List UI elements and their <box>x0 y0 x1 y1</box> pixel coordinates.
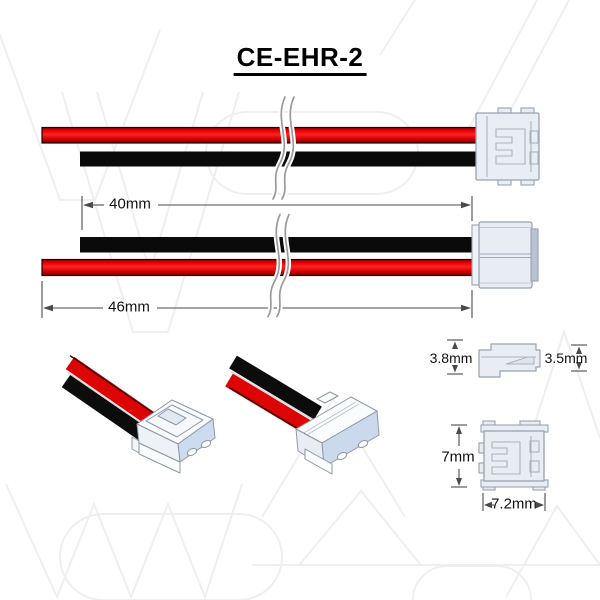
red-wire <box>41 126 480 144</box>
dimension-label-7mm: 7mm <box>441 448 475 466</box>
dimension-label-3-5mm: 3.5mm <box>544 350 588 366</box>
dimension-label-40mm: 40mm <box>109 195 151 213</box>
dimension-3-5mm <box>571 344 587 372</box>
wire-break-icon <box>265 211 292 320</box>
dimension-7-2mm <box>482 493 546 511</box>
connector-3d-view-b <box>225 355 380 475</box>
housing-side-profile-view <box>447 339 587 378</box>
dimension-label-46mm: 46mm <box>108 298 150 316</box>
connector-plug-side-view <box>475 107 540 186</box>
wire-break-icon <box>270 94 297 202</box>
connector-3d-view-a <box>61 355 216 474</box>
product-title: CE-EHR-2 <box>233 43 367 77</box>
dimension-40mm <box>81 196 473 230</box>
housing-front-view <box>451 420 549 511</box>
connector-receptacle-side-view <box>471 221 539 289</box>
red-wire <box>41 258 475 277</box>
dimension-label-7-2mm: 7.2mm <box>491 495 537 513</box>
dimension-3-8mm <box>447 339 463 375</box>
dimension-46mm <box>41 281 473 318</box>
dimension-label-3-8mm: 3.8mm <box>429 350 473 366</box>
dimension-7mm <box>451 424 467 488</box>
bottom-wire-assembly <box>41 211 539 320</box>
top-wire-assembly <box>41 94 540 202</box>
